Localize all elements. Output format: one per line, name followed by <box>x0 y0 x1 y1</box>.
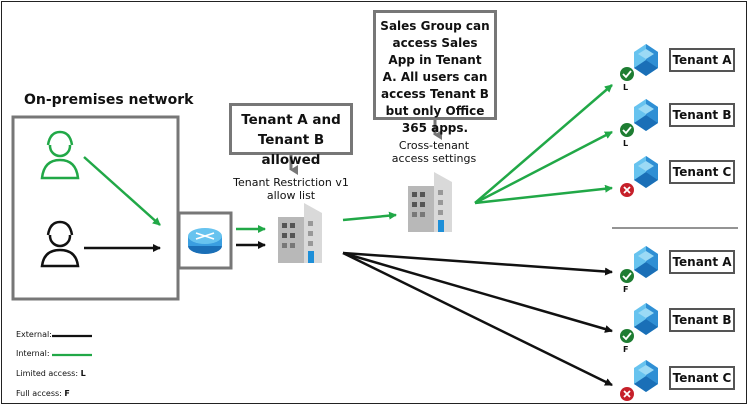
internal-user-icon <box>40 130 80 180</box>
arrow-internal-user-to-router <box>83 156 161 226</box>
tenant-a-top-azure-icon <box>634 44 658 76</box>
external-user-icon <box>40 220 80 268</box>
tenant-b-bottom-check-icon <box>620 329 634 343</box>
tenant-a-bottom-label: Tenant A <box>669 250 735 274</box>
tenant-c-top-azure-icon <box>634 156 658 188</box>
tenant-b-top-label: Tenant B <box>669 103 735 127</box>
cross-tenant-building-icon <box>408 172 452 232</box>
tenant-a-bottom-access-badge: F <box>623 285 629 294</box>
trv1-building-icon <box>278 203 322 263</box>
callout-sales-group: Sales Group can access Sales App in Tena… <box>373 10 497 135</box>
legend-full-label: Full access: <box>16 389 65 398</box>
legend-limited-code: L <box>80 369 86 378</box>
tenant-a-top-check-icon <box>620 67 634 81</box>
tenant-b-bottom-label: Tenant B <box>669 308 735 332</box>
arrow-to-tenant-a-bottom <box>342 251 613 276</box>
tenant-a-top-access-badge: L <box>623 83 629 92</box>
tenant-c-top-block-icon <box>620 183 634 197</box>
tenant-c-bottom-block-icon <box>620 387 634 401</box>
legend-internal-label: Internal: <box>16 349 50 358</box>
arrow-trv1-to-cross-tenant <box>342 211 397 222</box>
arrow-to-tenant-c-top <box>474 184 613 205</box>
tenant-a-bottom-azure-icon <box>634 246 658 278</box>
tenant-b-top-azure-icon <box>634 99 658 131</box>
tenant-a-top-label: Tenant A <box>669 48 735 72</box>
tenant-b-top-access-badge: L <box>623 139 629 148</box>
tenant-c-top-label: Tenant C <box>669 160 735 184</box>
tenant-c-bottom-label: Tenant C <box>669 366 735 390</box>
callout-tenant-allowed: Tenant A and Tenant B allowed <box>229 103 353 168</box>
cross-tenant-label: Cross-tenant access settings <box>391 139 477 165</box>
arrow-to-tenant-b-top <box>474 130 613 205</box>
legend-full-code: F <box>64 389 70 398</box>
legend-full: Full access: F <box>16 389 70 398</box>
arrow-to-tenant-b-bottom <box>342 251 613 333</box>
legend-limited: Limited access: L <box>16 369 86 378</box>
tenant-c-bottom-azure-icon <box>634 360 658 392</box>
legend-external-label: External: <box>16 330 52 339</box>
tenant-b-top-check-icon <box>620 123 634 137</box>
onprem-network-box <box>11 115 180 301</box>
tenant-b-bottom-access-badge: F <box>623 345 629 354</box>
legend-limited-label: Limited access: <box>16 369 81 378</box>
router-icon <box>188 228 222 254</box>
arrow-to-tenant-c-bottom <box>342 251 613 387</box>
tenant-a-bottom-check-icon <box>620 269 634 283</box>
arrow-to-tenant-a-top <box>474 84 613 204</box>
trv1-label: Tenant Restriction v1 allow list <box>233 176 349 202</box>
onprem-network-label: On-premises network <box>24 92 194 108</box>
tenant-b-bottom-azure-icon <box>634 303 658 335</box>
